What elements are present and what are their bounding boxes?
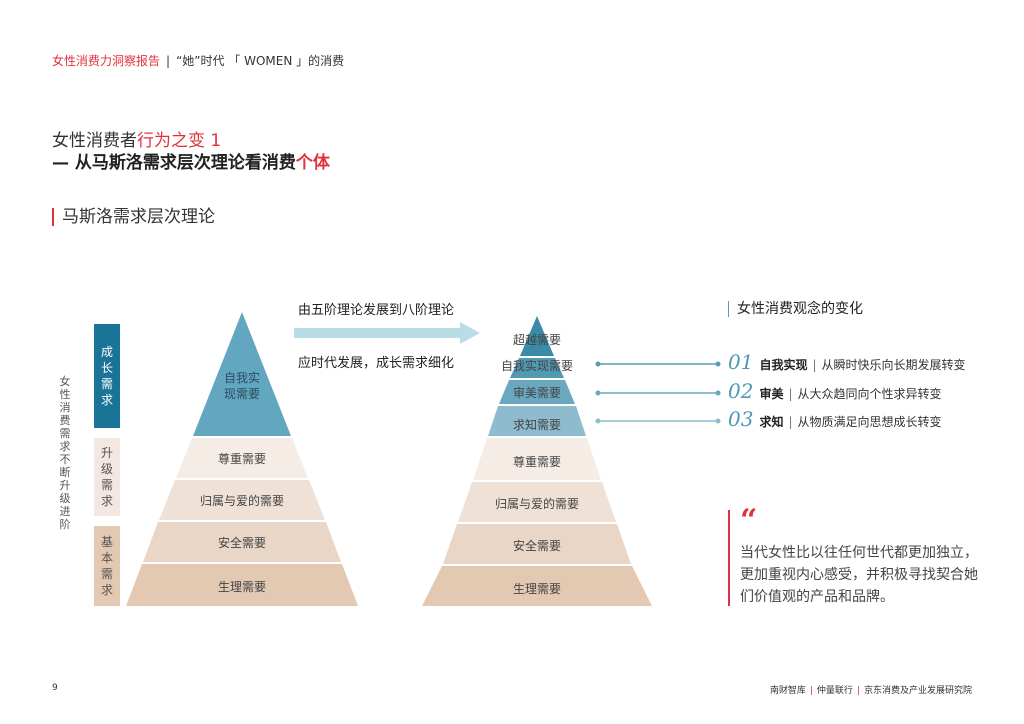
change-number: 03	[728, 407, 754, 431]
change-separator: |	[788, 387, 793, 401]
change-item-1: 01 自我实现 | 从瞬时快乐向长期发展转变	[728, 350, 966, 374]
change-separator: |	[788, 415, 793, 429]
left-pyramid: 自我实现需要 尊重需要 归属与爱的需要 安全需要 生理需要	[126, 312, 358, 608]
pyramid-level-self-actualization: 自我实现需要	[223, 371, 260, 401]
source-separator: |	[809, 686, 813, 696]
title-prefix: 女性消费者	[52, 131, 137, 151]
source-item: 南财智库	[769, 686, 806, 696]
side-label: 女性消费需求不断升级进阶	[59, 375, 71, 531]
band-basic-needs: 基本需求	[94, 526, 120, 606]
change-keyword: 求知	[759, 415, 784, 429]
pyramid-level-aesthetic: 审美需要	[512, 386, 561, 400]
pyramid-level-safety: 安全需要	[217, 536, 266, 550]
left-pyramid-shape	[126, 312, 358, 606]
source-separator: |	[856, 686, 860, 696]
quote-mark-icon: “	[740, 503, 758, 538]
band-label: 升级需求	[100, 446, 113, 508]
change-description: 从物质满足向思想成长转变	[797, 415, 942, 429]
band-upgrade-needs: 升级需求	[94, 438, 120, 516]
change-number: 01	[728, 350, 754, 374]
arrow-right-icon	[294, 322, 480, 348]
report-name: 女性消费力洞察报告	[52, 54, 161, 68]
connector-lines	[594, 358, 724, 432]
pyramid-level-transcendence: 超越需要	[512, 333, 561, 347]
report-header: 女性消费力洞察报告 | “她”时代 「 WOMEN 」的消费	[52, 52, 344, 69]
subtitle-prefix: — 从马斯洛需求层次理论看消费	[52, 153, 296, 173]
pyramid-level-belonging: 归属与爱的需要	[199, 494, 284, 508]
band-label: 基本需求	[100, 535, 113, 597]
header-separator: |	[166, 54, 171, 68]
pyramid-level-esteem: 尊重需要	[217, 452, 266, 466]
quote-text: 当代女性比以往任何世代都更加独立，更加重视内心感受，并积极寻找契合她们价值观的产…	[740, 545, 978, 605]
pyramid-level-safety: 安全需要	[512, 539, 561, 553]
pyramid-level-belonging: 归属与爱的需要	[494, 497, 579, 511]
pyramid-level-self-actualization: 自我实现需要	[500, 359, 573, 373]
page-title-line1: 女性消费者行为之变 1	[52, 126, 221, 151]
change-item-3: 03 求知 | 从物质满足向思想成长转变	[728, 407, 942, 431]
change-description: 从瞬时快乐向长期发展转变	[821, 358, 966, 372]
right-pyramid: 超越需要 自我实现需要 审美需要 求知需要 尊重需要 归属与爱的需要 安全需要 …	[422, 316, 652, 608]
change-separator: |	[812, 358, 817, 372]
change-keyword: 审美	[759, 387, 784, 401]
change-item-2: 02 审美 | 从大众趋同向个性求异转变	[728, 379, 942, 403]
page-title-line2: — 从马斯洛需求层次理论看消费个体	[52, 148, 330, 173]
right-pyramid-shape	[422, 316, 652, 606]
pyramid-level-physiological: 生理需要	[512, 582, 561, 596]
changes-title: 女性消费观念的变化	[728, 301, 863, 317]
pyramid-level-esteem: 尊重需要	[512, 455, 561, 469]
section-title: 马斯洛需求层次理论	[52, 208, 215, 226]
band-label: 成长需求	[100, 345, 113, 407]
source-item: 京东消费及产业发展研究院	[863, 686, 972, 696]
arrow-top-text: 由五阶理论发展到八阶理论	[298, 303, 455, 318]
arrow-bottom-text: 应时代发展，成长需求细化	[298, 356, 455, 371]
title-highlight: 行为之变 1	[137, 131, 222, 151]
chapter-name: “她”时代 「 WOMEN 」的消费	[176, 54, 345, 68]
band-growth-needs: 成长需求	[94, 324, 120, 428]
change-description: 从大众趋同向个性求异转变	[797, 387, 942, 401]
pyramid-level-physiological: 生理需要	[217, 580, 266, 594]
change-number: 02	[728, 379, 754, 403]
quote-block: “ 当代女性比以往任何世代都更加独立，更加重视内心感受，并积极寻找契合她们价值观…	[728, 503, 980, 606]
pyramid-level-cognitive: 求知需要	[512, 418, 561, 432]
footer-sources: 南财智库|仲量联行|京东消费及产业发展研究院	[770, 683, 972, 696]
subtitle-highlight: 个体	[295, 153, 330, 173]
page-number: 9	[52, 683, 58, 693]
source-item: 仲量联行	[816, 686, 853, 696]
change-keyword: 自我实现	[759, 358, 808, 372]
